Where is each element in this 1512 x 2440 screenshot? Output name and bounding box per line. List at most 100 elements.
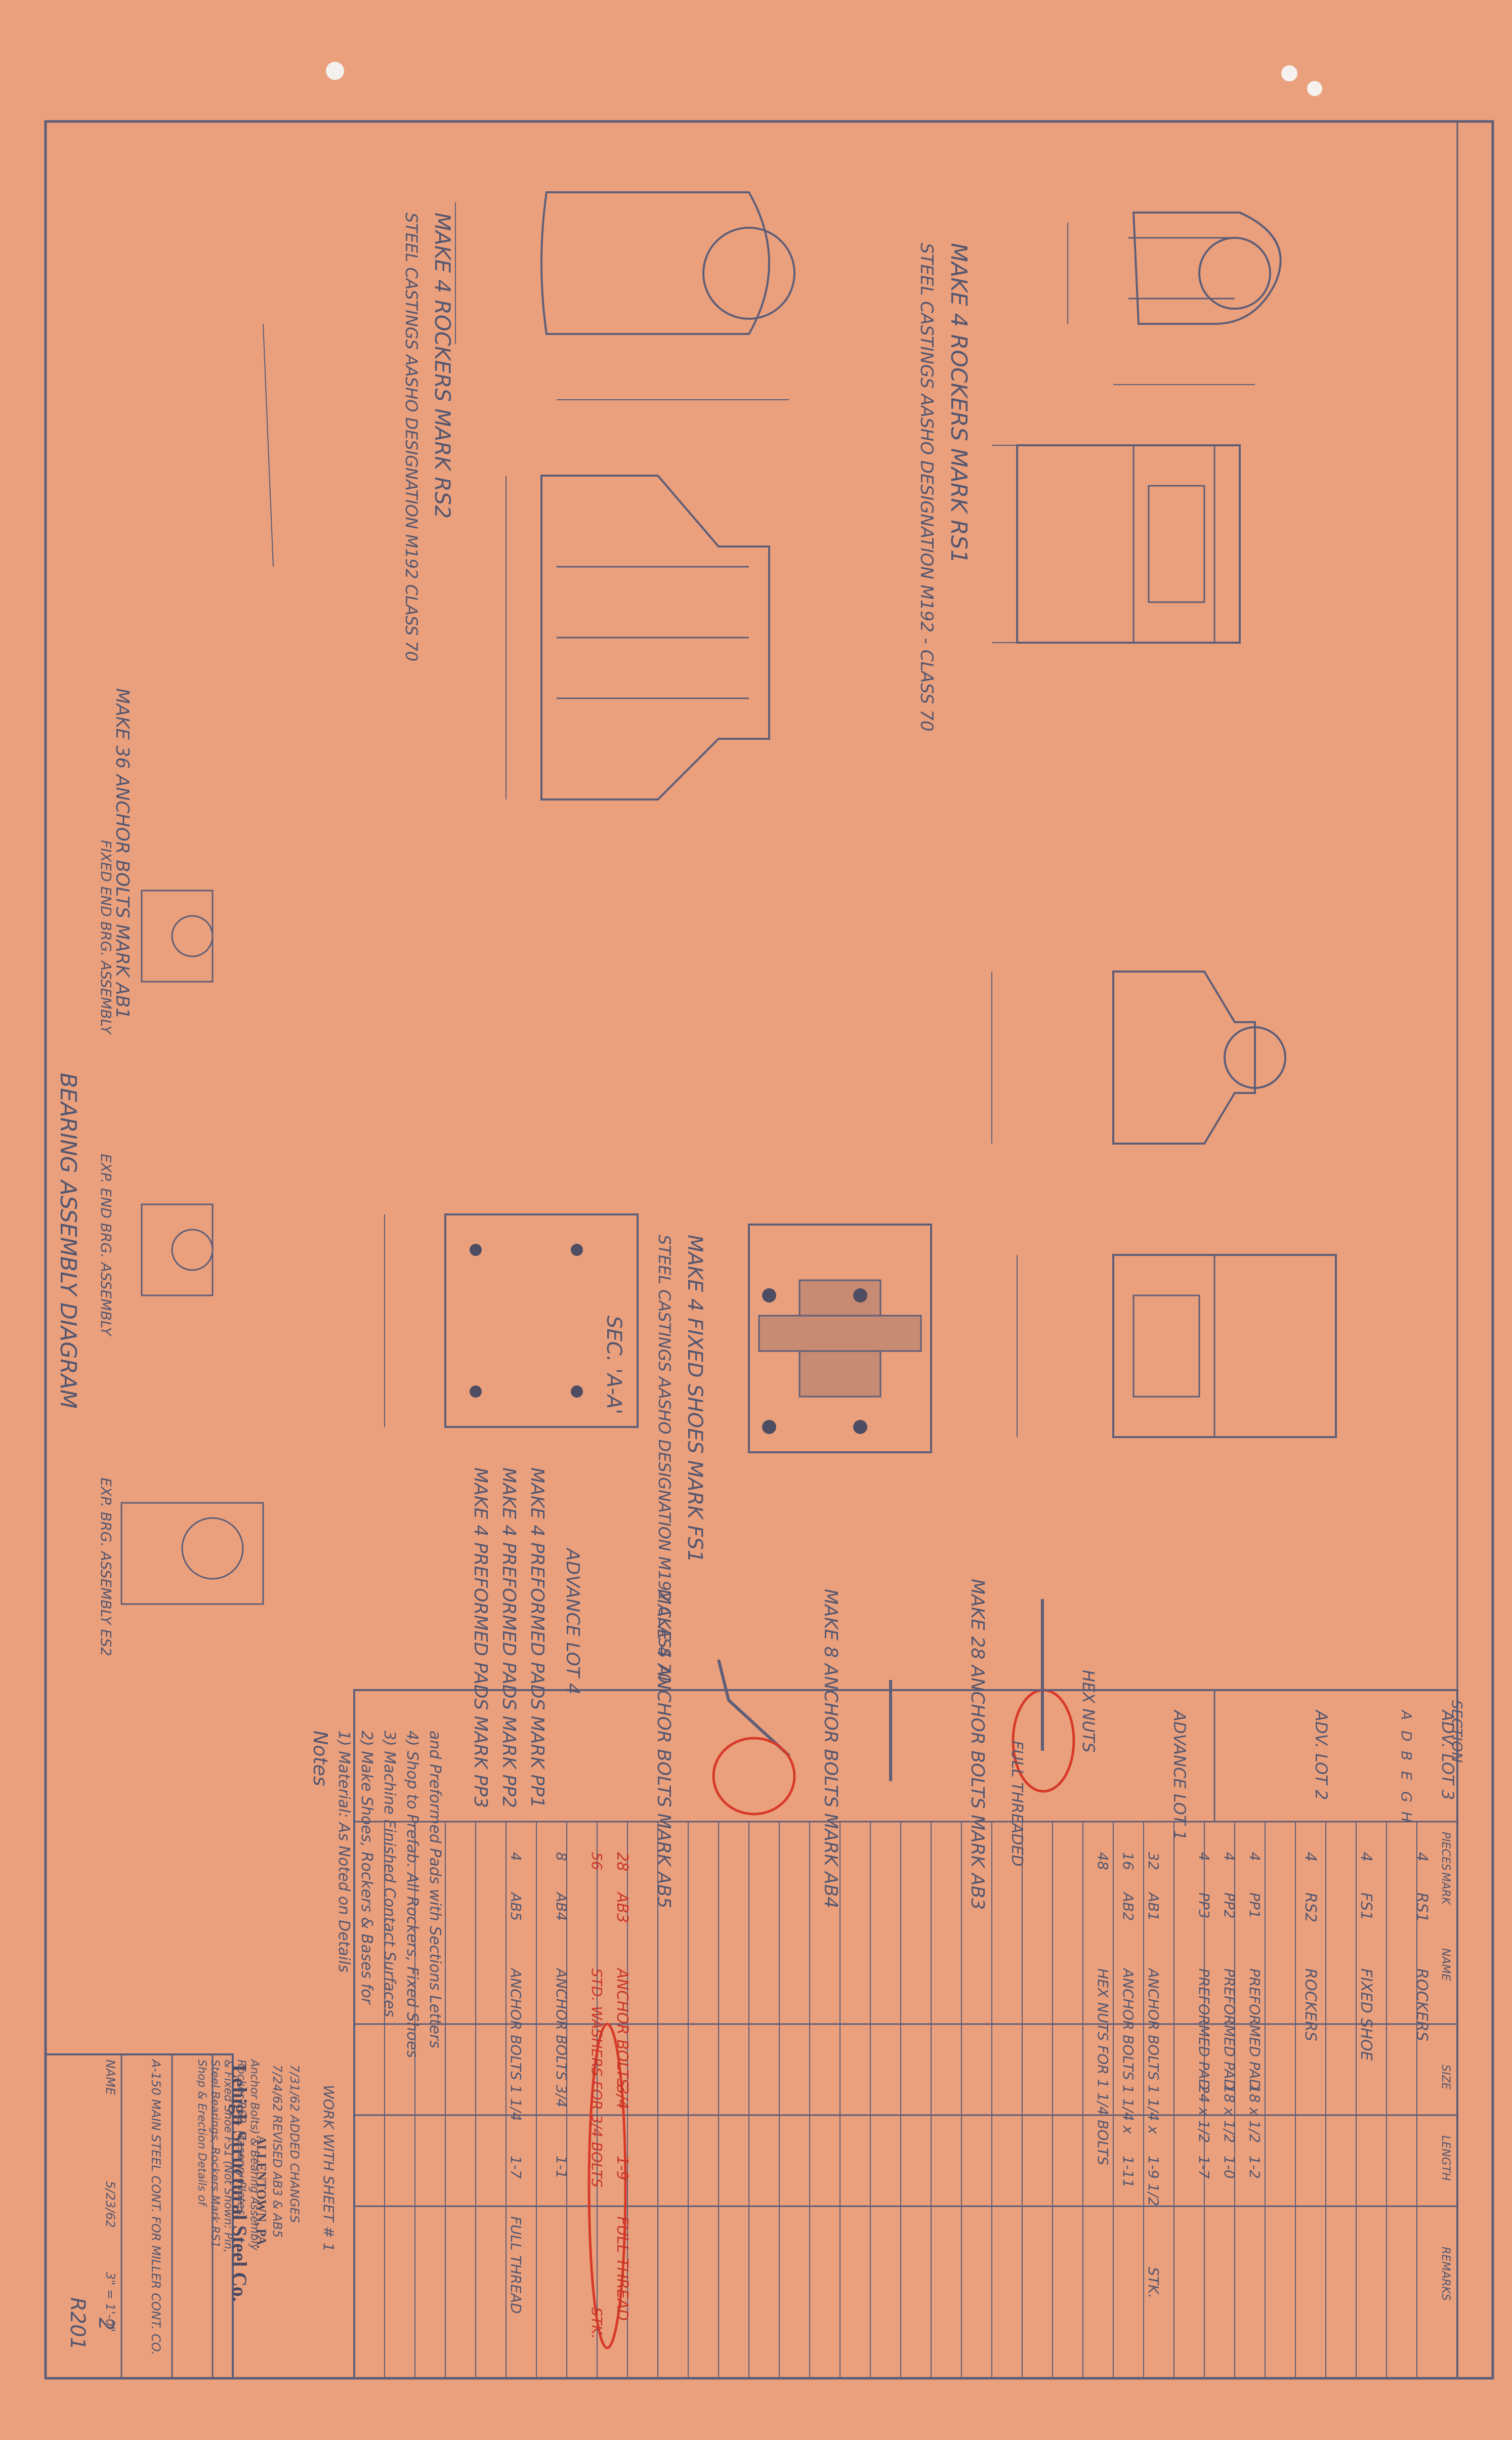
row-name: STD. WASHERS FOR 3/4 BOLTS [589, 1968, 605, 2187]
sheet-number: 2 [94, 2318, 117, 2330]
fs1-title-group: MAKE 4 FIXED SHOES MARK FS1 STEEL CASTIN… [655, 1235, 706, 1684]
lot-label: ADVANCE LOT 1 [1170, 1709, 1189, 1840]
detail-line-5: Anchor Bolts) & Bearing Assembly [248, 2058, 261, 2251]
pad-line-2: MAKE 4 PREFORMED PADS MARK PP2 [498, 1467, 519, 1808]
bill-of-material-grid [353, 1689, 1458, 2379]
bill-header: PIECES MARK NAME SIZE LENGTH REMARKS [1439, 1832, 1452, 2301]
row-name: ANCHOR BOLTS [508, 1967, 524, 2080]
fixed-shoe-fs1-drawing [991, 971, 1337, 1438]
row-pieces: 4 [1413, 1852, 1431, 1862]
ab4-title: MAKE 8 ANCHOR BOLTS MARK AB4 [820, 1589, 841, 1908]
note-3: 3) Machine Finished Contact Surfaces [381, 1731, 398, 2017]
row-size: 1 1/4 x [1145, 2085, 1162, 2134]
bill-row: 4 PP1 PREFORMED PAD 18 x 1/2 1-2 [1246, 1852, 1263, 2179]
row-mark: AB2 [1120, 1891, 1137, 1921]
anchor-bolt-drawings [717, 1599, 1044, 1781]
bill-row: 4 PP2 PREFORMED PAD 18 x 1/2 1-0 [1221, 1852, 1238, 2179]
row-size: 1 1/4 x [1120, 2085, 1137, 2134]
drawing-date: 5/23/62 [103, 2181, 117, 2228]
row-pieces: 32 [1145, 1852, 1162, 1870]
revision-2-date: 7/31/62 [287, 2065, 302, 2112]
row-mark: PP1 [1246, 1892, 1263, 1919]
contract-group: A-150 MAIN STEEL CONT. FOR MILLER CONT. … [149, 2058, 163, 2355]
row-remarks: STK. [589, 2307, 605, 2339]
row-length: 1-9 [613, 2156, 631, 2180]
header-a: A [1398, 1709, 1415, 1720]
bill-row: 4 PP3 PREFORMED PAD 24 x 1/2 1-7 [1196, 1852, 1212, 2179]
red-circle-markup [712, 1737, 796, 1816]
row-size: 3/4 [553, 2085, 570, 2108]
note-4: 4) Shop to Prefab. All Rockers, Fixed Sh… [403, 1731, 421, 2058]
row-pieces: 4 [1357, 1852, 1375, 1862]
drawing-scale: 3" = 1'-0" [103, 2272, 117, 2332]
thread-note: FULL THREADED [1008, 1741, 1026, 1867]
detail-line-3: & Fixed Shoe FS1 (Not Shown: Pin, [222, 2059, 234, 2253]
punch-hole [1307, 81, 1322, 96]
bill-row: 4 RS2 ROCKERS [1301, 1852, 1319, 2041]
notes-heading: Notes [309, 1731, 331, 1786]
rs1-spec: STEEL CASTINGS AASHO DESIGNATION M192 - … [916, 243, 937, 732]
rocker-rs1-drawing [992, 212, 1282, 644]
header-remarks: REMARKS [1439, 2247, 1452, 2301]
header-section: SECTION [1449, 1700, 1465, 1762]
company-city: ALLENTOWN, PA. [254, 2135, 269, 2249]
pads-title-group: MAKE 4 PREFORMED PADS MARK PP1 MAKE 4 PR… [470, 1467, 548, 1808]
section-aa-label-group: SEC. 'A-A' [602, 1316, 625, 1414]
rs1-title: MAKE 4 ROCKERS MARK RS1 [946, 243, 972, 564]
header-b: B [1398, 1751, 1415, 1760]
bill-row: 4 FS1 FIXED SHOE [1357, 1852, 1375, 2060]
row-name: ANCHOR BOLTS [1120, 1967, 1137, 2080]
row-name: PREFORMED PAD [1196, 1968, 1212, 2090]
row-size: 18 x 1/2 [1221, 2085, 1238, 2143]
bill-row: 28 AB3 ANCHOR BOLTS 3/4 1-9 FULL THREAD [613, 1852, 631, 2321]
row-size: 1 1/4 [508, 2085, 524, 2121]
row-pieces: 4 [508, 1852, 524, 1861]
title-meta-group: NAME 5/23/62 3" = 1'-0" [103, 2059, 117, 2332]
header-name: NAME [1439, 1948, 1452, 1981]
row-size: 18 x 1/2 [1246, 2085, 1263, 2143]
header-pieces: PIECES [1439, 1832, 1452, 1871]
lot-label: ADV. LOT 2 [1312, 1709, 1331, 1800]
row-name: ROCKERS [1413, 1968, 1431, 2041]
row-mark: FS1 [1357, 1892, 1375, 1920]
company-name: Lehigh Structural Steel Co. [228, 2065, 251, 2302]
row-length: 1-2 [1246, 2156, 1263, 2179]
ab3-title-group: MAKE 28 ANCHOR BOLTS MARK AB3 [967, 1579, 988, 1910]
header-d: D [1398, 1731, 1415, 1742]
assembly-item-1: FIXED END BRG. ASSEMBLY [98, 840, 114, 1035]
ab5-title-group: MAKE 4 ANCHOR BOLTS MARK AB5 [653, 1589, 674, 1908]
assembly-item-group: FIXED END BRG. ASSEMBLY [98, 840, 114, 1035]
row-mark: AB4 [553, 1891, 570, 1921]
row-mark: AB3 [613, 1891, 631, 1923]
lot3-label-group: ADV. LOT 3 [1438, 1709, 1457, 1800]
row-length: 1-7 [1196, 2156, 1212, 2179]
title-block-frame [45, 2053, 234, 2379]
pad-line-3: MAKE 4 PREFORMED PADS MARK PP3 [470, 1467, 491, 1808]
row-pieces: 56 [589, 1852, 605, 1870]
row-pieces: 28 [613, 1852, 631, 1871]
row-mark: AB1 [1145, 1891, 1162, 1921]
row-name: ANCHOR BOLTS [613, 1967, 631, 2088]
row-mark: AB5 [508, 1891, 524, 1921]
row-pieces: 4 [1246, 1852, 1263, 1861]
assembly-sketches [120, 323, 274, 1605]
row-remarks: STK. [1145, 2267, 1162, 2298]
hex-nuts-label: HEX NUTS [1079, 1670, 1098, 1753]
work-with-label: WORK WITH SHEET # 1 [320, 2085, 337, 2252]
row-length: 1-9 1/2 [1145, 2156, 1162, 2206]
notes-group: Notes 1) Material: As Noted on Details 2… [309, 1731, 444, 2058]
rs1-title-group: MAKE 4 ROCKERS MARK RS1 STEEL CASTINGS A… [916, 243, 972, 732]
sheet-border [44, 120, 1494, 2380]
company-name-group: Lehigh Structural Steel Co. ALLENTOWN, P… [228, 2065, 269, 2302]
hex-nuts-label-group: HEX NUTS [1079, 1670, 1098, 1753]
row-size: 24 x 1/2 [1196, 2085, 1212, 2143]
bill-row: 16 AB2 ANCHOR BOLTS 1 1/4 x 1-11 [1120, 1852, 1137, 2188]
lot4-label-group: ADVANCE LOT 4 [562, 1547, 583, 1695]
pad-line-1: MAKE 4 PREFORMED PADS MARK PP1 [527, 1467, 548, 1808]
title-detail-group: Shop & Erection Details of Steel Bearing… [195, 2058, 261, 2253]
dwg-no-group: R201 2 [66, 2297, 117, 2350]
row-mark: RS1 [1413, 1892, 1431, 1922]
note-5: and Preformed Pads with Sections Letters [426, 1731, 444, 2048]
revision-2: ADDED CHANGES [287, 2114, 302, 2223]
